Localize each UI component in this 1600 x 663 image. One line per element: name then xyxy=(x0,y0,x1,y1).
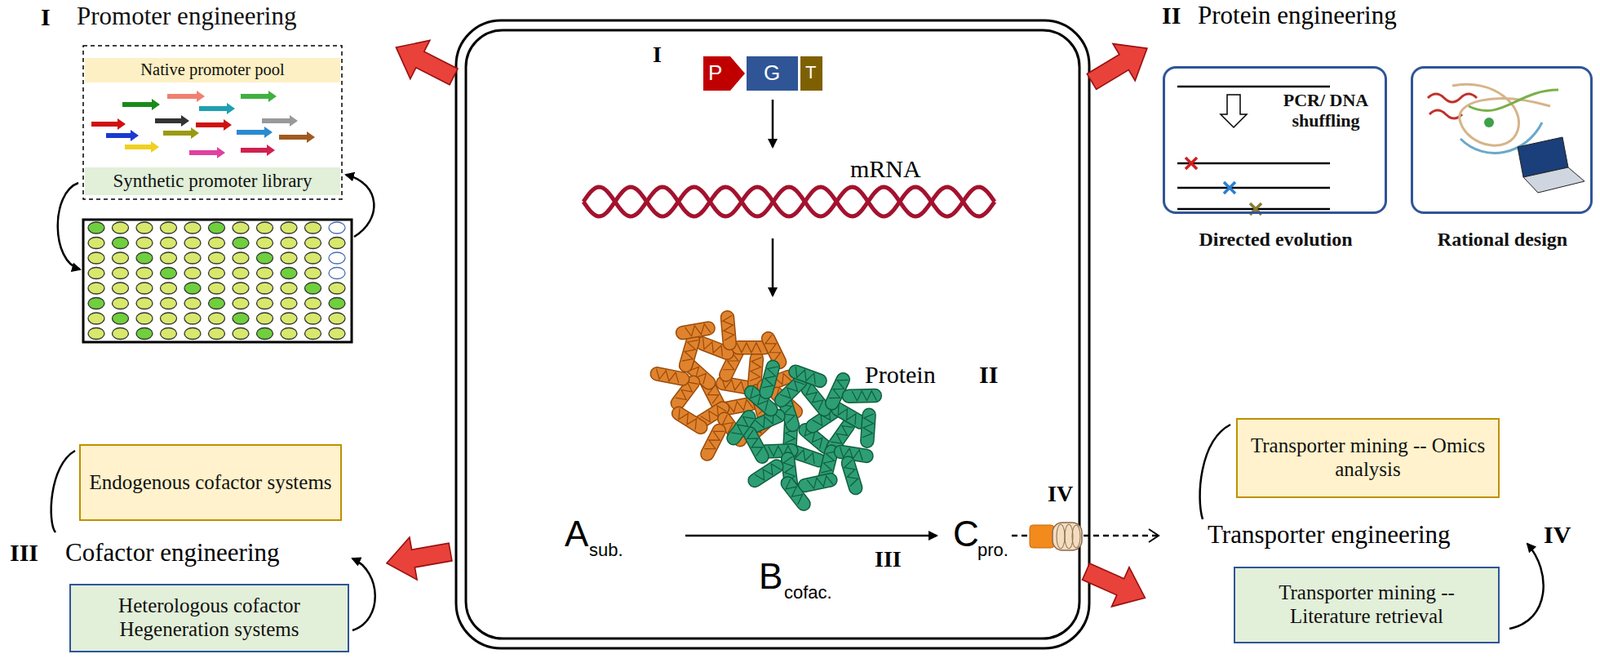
hollow-arrow xyxy=(1220,94,1247,128)
label-text: C xyxy=(952,514,980,554)
label-text: Cofactor engineering xyxy=(65,538,280,567)
cell-wall xyxy=(456,20,1090,648)
node-box: Transporter mining -- Literature retriev… xyxy=(1233,566,1500,643)
cycle-arrow xyxy=(57,182,80,270)
label-text: cofac. xyxy=(784,582,833,603)
callout-number: III xyxy=(9,538,39,566)
label-text: A xyxy=(564,514,589,554)
wells xyxy=(88,221,346,340)
cycle-arrow xyxy=(352,558,376,630)
cycle-arrow xyxy=(51,450,76,532)
node-text: Heterologous cofactor Hegeneration syste… xyxy=(79,593,340,642)
export-line xyxy=(1011,534,1030,537)
label-text: mRNA xyxy=(850,155,922,182)
laptop-icon xyxy=(1517,137,1585,193)
transporter-icon xyxy=(1029,522,1082,550)
node-box: PCR/ DNA shufflingDirected evolution xyxy=(1162,66,1388,214)
mrna-strand xyxy=(583,186,995,217)
cycle-arrow xyxy=(345,174,374,237)
flow-arrow xyxy=(771,99,775,147)
callout-number: IV xyxy=(1045,481,1075,507)
label-text: sub. xyxy=(589,540,624,560)
node-box: Heterologous cofactor Hegeneration syste… xyxy=(69,583,350,652)
node-text: Directed evolution xyxy=(1156,228,1395,252)
callout-number: II xyxy=(979,360,998,388)
node-box: Transporter mining -- Omics analysis xyxy=(1236,417,1500,498)
node-box: Rational design xyxy=(1410,66,1593,214)
red-arrows xyxy=(382,28,1158,618)
reaction-arrow xyxy=(685,534,937,537)
node-text: Transporter mining -- Literature retriev… xyxy=(1243,580,1490,629)
node-text: Native promoter pool xyxy=(140,60,284,80)
gene-part-letter: T xyxy=(805,62,816,83)
node-box: Promoter engineeringNative promoter pool… xyxy=(83,45,342,200)
node-box: Endogenous cofactor systems xyxy=(79,443,342,521)
export-line xyxy=(1083,534,1159,537)
label-text: Protein xyxy=(864,360,936,388)
label-text: Protein engineering xyxy=(1197,1,1397,30)
callout-number: III xyxy=(874,546,902,572)
cycle-arrow xyxy=(1200,424,1231,519)
gene-part-letter: G xyxy=(763,61,781,85)
node-box: Native promoter pool xyxy=(84,57,341,83)
flow-arrow xyxy=(771,238,775,296)
node-text: PCR/ DNA shuffling xyxy=(1264,89,1388,132)
label-text: pro. xyxy=(977,540,1009,560)
terminator-symbol xyxy=(800,56,823,91)
label-text: Transporter engineering xyxy=(1207,520,1451,549)
node-text: Synthetic promoter library xyxy=(113,170,313,192)
node-text: Rational design xyxy=(1404,228,1600,252)
callout-number: II xyxy=(1161,1,1181,29)
callout-number: IV xyxy=(1543,520,1571,548)
promoter-arrows xyxy=(91,90,315,159)
callout-number: I xyxy=(40,3,51,31)
node-box: Synthetic promoter library xyxy=(84,167,341,196)
gene-part-letter: P xyxy=(708,61,723,85)
node-text: Transporter mining -- Omics analysis xyxy=(1245,434,1490,482)
cell-membrane xyxy=(465,30,1080,639)
node-text: Endogenous cofactor systems xyxy=(88,470,332,495)
protein-structure xyxy=(649,310,882,513)
promoter-symbol xyxy=(703,56,745,91)
cycle-arrow xyxy=(1509,543,1544,629)
label-text: B xyxy=(758,556,783,596)
callout-number: I xyxy=(652,42,662,68)
gene-symbol xyxy=(746,56,798,91)
dashed-frame xyxy=(83,45,342,200)
mutations xyxy=(1185,157,1262,215)
node-text: Promoter engineering xyxy=(76,1,371,32)
well-plate xyxy=(83,219,352,342)
